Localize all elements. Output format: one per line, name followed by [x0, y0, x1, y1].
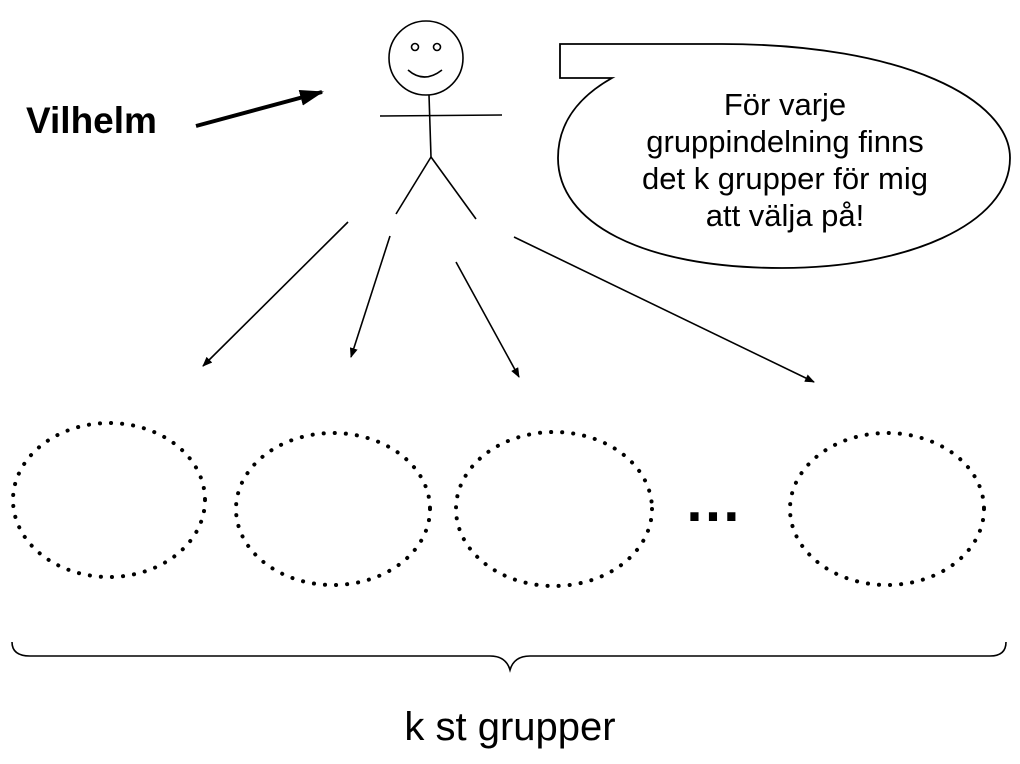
group-count-label: k st grupper: [404, 705, 616, 749]
group-circle-3: [454, 430, 654, 588]
speech-line-2: gruppindelning finns: [646, 124, 924, 159]
speech-line-3: det k grupper för mig: [641, 161, 929, 196]
arrow-to-group-2: [349, 235, 391, 358]
choice-arrows: [202, 221, 815, 383]
speech-line-4: att välja på!: [705, 198, 865, 233]
figure-smile: [407, 69, 443, 78]
figure-arms: [379, 114, 503, 117]
speech-bubble-text: För varje gruppindelning finns det k gru…: [590, 86, 980, 234]
stick-figure: [379, 20, 503, 220]
figure-right-leg: [430, 156, 477, 220]
label-pointer-arrow: [195, 90, 324, 128]
group-circle-k: [788, 431, 986, 587]
arrow-to-group-1: [202, 221, 349, 367]
more-groups-ellipsis: …: [684, 469, 746, 534]
arrow-to-group-3: [455, 261, 520, 378]
speech-line-1: För varje: [723, 87, 847, 122]
arrow-to-group-k: [513, 236, 815, 383]
group-circle-1: [11, 421, 207, 579]
figure-body: [428, 94, 432, 158]
person-name-label: Vilhelm: [26, 100, 157, 141]
figure-left-leg: [395, 156, 432, 215]
group-brace: [11, 641, 1007, 673]
figure-head: [388, 20, 464, 96]
group-circle-2: [234, 431, 432, 587]
speech-bubble: [557, 43, 1011, 269]
figure-right-eye: [432, 42, 442, 52]
group-circles: [11, 421, 986, 588]
figure-left-eye: [410, 42, 420, 52]
